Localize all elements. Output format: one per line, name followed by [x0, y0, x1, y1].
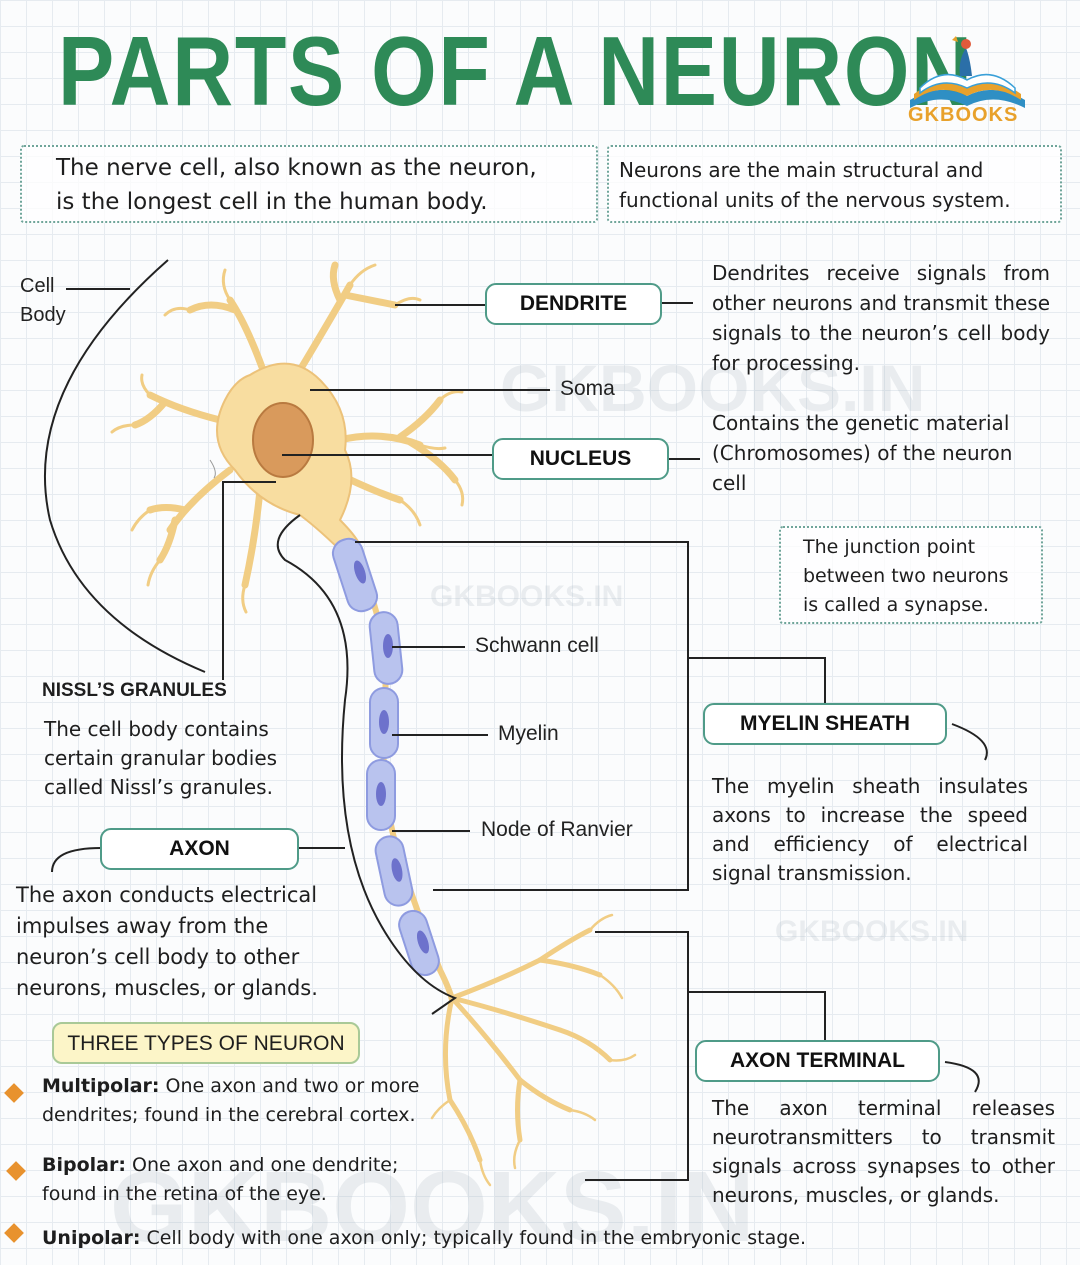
- synapse-line-2: between two neurons: [803, 565, 1009, 587]
- multipolar-text-2: dendrites; found in the cerebral cortex.: [42, 1104, 416, 1126]
- nucleus-shape: [252, 402, 314, 478]
- node-of-ranvier-label: Node of Ranvier: [481, 818, 633, 841]
- axon-tag: AXON: [100, 828, 299, 870]
- nissl-line-2: certain granular bodies: [44, 746, 278, 770]
- synapse-box: The junction point between two neurons i…: [779, 526, 1043, 624]
- schwann-cells: [331, 537, 440, 977]
- bipolar-text-2: found in the retina of the eye.: [42, 1183, 327, 1205]
- types-heading: THREE TYPES OF NEURON: [52, 1022, 360, 1064]
- watermark: GKBOOKS.IN: [500, 351, 926, 425]
- schwann-nuclei: [353, 560, 430, 954]
- schwann-cell-label: Schwann cell: [475, 634, 599, 657]
- axon-description: The axon conducts electrical impulses aw…: [16, 880, 318, 1004]
- bipolar-text-1: One axon and one dendrite;: [125, 1154, 399, 1176]
- intro-box-right: Neurons are the main structural and func…: [607, 145, 1062, 223]
- dendrites: [131, 261, 459, 589]
- bipolar-item: Bipolar: One axon and one dendrite; foun…: [42, 1151, 398, 1209]
- cell-body-label-line-1: Cell: [20, 275, 55, 297]
- intro-box-left: The nerve cell, also known as the neuron…: [20, 145, 598, 223]
- nissl-line-1: The cell body contains: [44, 717, 269, 741]
- axon-line-4: neurons, muscles, or glands.: [16, 976, 318, 1000]
- axon-line-2: impulses away from the: [16, 914, 269, 938]
- multipolar-name: Multipolar:: [42, 1075, 160, 1097]
- myelin-label: Myelin: [498, 722, 559, 745]
- dendrite-tag: DENDRITE: [485, 283, 662, 325]
- unipolar-name: Unipolar:: [42, 1227, 141, 1249]
- unipolar-text: Cell body with one axon only; typically …: [140, 1227, 807, 1249]
- nissl-line-3: called Nissl’s granules.: [44, 775, 273, 799]
- unipolar-item: Unipolar: Cell body with one axon only; …: [42, 1224, 806, 1253]
- watermark: GKBOOKS.IN: [110, 1151, 755, 1263]
- intro-left-line-2: is the longest cell in the human body.: [56, 189, 488, 215]
- synapse-line-1: The junction point: [803, 536, 976, 558]
- multipolar-text-1: One axon and two or more: [159, 1075, 420, 1097]
- axon-terminal-tag: AXON TERMINAL: [695, 1040, 940, 1082]
- cell-body-label-line-2: Body: [20, 304, 66, 326]
- multipolar-item: Multipolar: One axon and two or more den…: [42, 1072, 419, 1130]
- soma-label: Soma: [560, 377, 615, 400]
- watermark: GKBOOKS.IN: [430, 580, 624, 613]
- nucleus-description: Contains the genetic material (Chromosom…: [712, 411, 1013, 495]
- synapse-line-3: is called a synapse.: [803, 594, 989, 616]
- intro-right-line-2: functional units of the nervous system.: [619, 188, 1011, 212]
- axon-terminal-branches: [442, 927, 613, 1163]
- leader-lines: [51, 302, 988, 1181]
- axon-line-3: neuron’s cell body to other: [16, 945, 300, 969]
- nissl-description: The cell body contains certain granular …: [44, 715, 277, 802]
- book-logo-icon: [910, 36, 1025, 108]
- axon-line-1: The axon conducts electrical: [16, 883, 318, 907]
- myelin-sheath-description: The myelin sheath insulates axons to inc…: [712, 774, 1028, 885]
- cell-body-label: Cell Body: [20, 272, 66, 330]
- dendrite-description: Dendrites receive signals from other neu…: [712, 261, 1050, 375]
- bipolar-name: Bipolar:: [42, 1154, 126, 1176]
- intro-right-line-1: Neurons are the main structural and: [619, 158, 984, 182]
- axon-bracket: [276, 514, 458, 1015]
- nucleus-tag: NUCLEUS: [492, 438, 669, 480]
- watermark: GKBOOKS.IN: [775, 915, 969, 948]
- axon-terminal-description: The axon terminal releases neurotransmit…: [712, 1096, 1055, 1207]
- intro-left-line-1: The nerve cell, also known as the neuron…: [56, 155, 537, 181]
- page-title: PARTS OF A NEURON: [58, 16, 974, 126]
- myelin-sheath-tag: MYELIN SHEATH: [703, 703, 947, 745]
- logo-text: GKBOOKS: [908, 104, 1019, 126]
- nissl-heading: NISSL’S GRANULES: [42, 680, 227, 701]
- cell-body-bracket: [43, 259, 206, 673]
